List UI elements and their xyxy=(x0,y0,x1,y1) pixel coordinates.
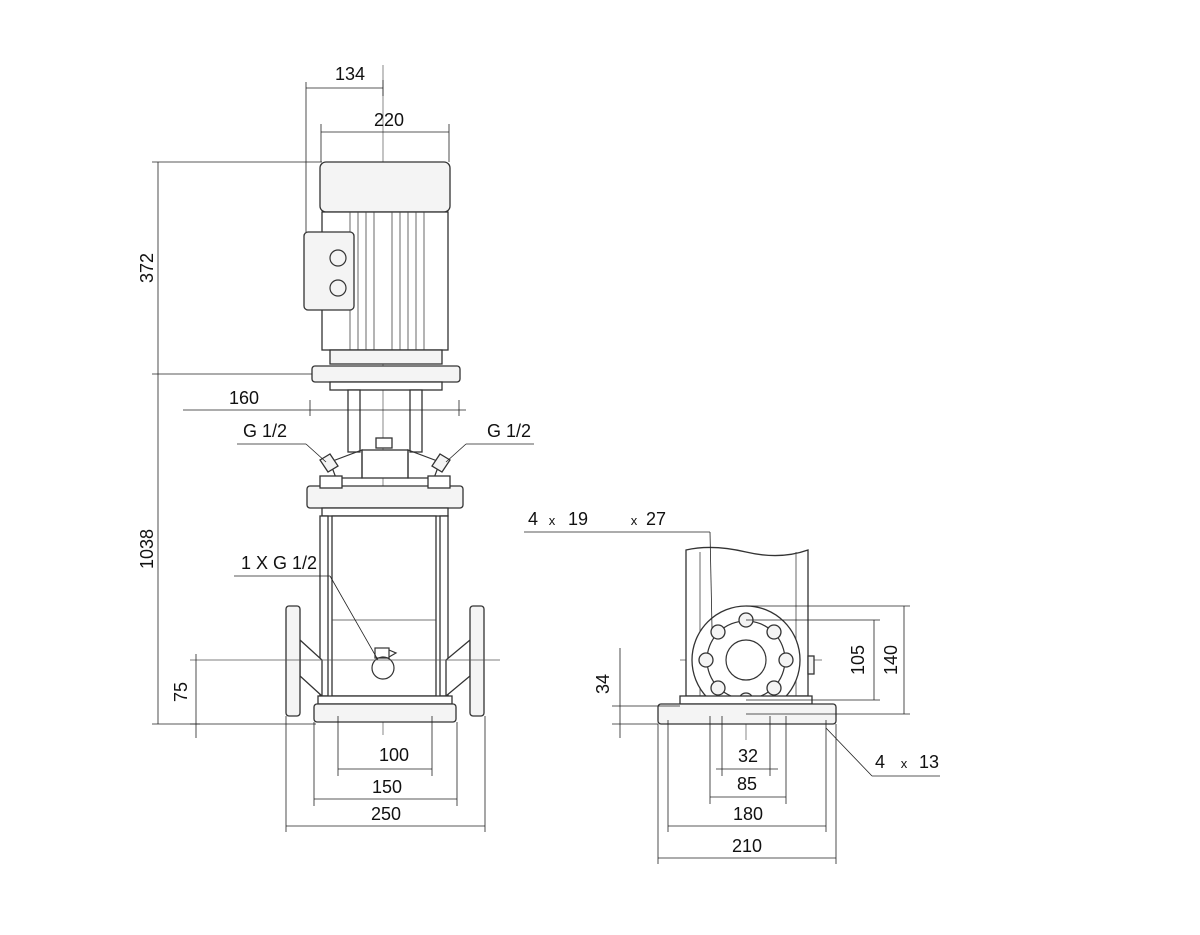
dim-32-label: 32 xyxy=(738,746,758,766)
dim-250-label: 250 xyxy=(371,804,401,824)
motor xyxy=(303,161,461,391)
dim-100: 100 xyxy=(337,716,433,776)
flange-holes-x2: x xyxy=(631,513,638,528)
vent-boss-right xyxy=(407,449,441,479)
coupling xyxy=(375,437,393,449)
nut-right xyxy=(427,475,451,489)
flange-holes-pcd: 27 xyxy=(646,509,666,529)
dim-372: 372 xyxy=(137,161,322,375)
drain-label: 1 X G 1/2 xyxy=(241,553,317,573)
callout-vent-left: G 1/2 xyxy=(237,421,327,463)
dim-220: 220 xyxy=(320,110,450,162)
callout-drain: 1 X G 1/2 xyxy=(234,553,379,661)
dim-85-label: 85 xyxy=(737,774,757,794)
side-plug xyxy=(807,655,815,675)
callout-vent-right: G 1/2 xyxy=(445,421,534,463)
dim-34-label: 34 xyxy=(593,674,613,694)
dim-160-label: 160 xyxy=(229,388,259,408)
vent-plug-left xyxy=(319,453,339,473)
base-holes-x: x xyxy=(901,756,908,771)
terminal-box xyxy=(303,231,355,311)
nut-left xyxy=(319,475,343,489)
dim-134-label: 134 xyxy=(335,64,365,84)
flange-holes-x1: x xyxy=(549,513,556,528)
dim-1038: 1038 xyxy=(137,374,316,725)
stool-leg-right xyxy=(409,389,423,453)
dim-105-label: 105 xyxy=(848,645,868,675)
dim-85: 85 xyxy=(709,716,787,804)
drain-plug-head xyxy=(374,647,390,659)
dim-34: 34 xyxy=(593,648,680,738)
motor-stool xyxy=(319,389,451,479)
vent-boss-left xyxy=(329,449,363,479)
flange-hole-6 xyxy=(710,680,726,696)
dim-180-label: 180 xyxy=(733,804,763,824)
callout-base-holes: 4 x 13 xyxy=(825,727,940,777)
outlet-flange xyxy=(469,605,485,717)
vent-plug-right xyxy=(431,453,451,473)
vent-left-label: G 1/2 xyxy=(243,421,287,441)
motor-flange xyxy=(311,365,461,383)
dim-140-label: 140 xyxy=(881,645,901,675)
base-holes-size: 13 xyxy=(919,752,939,772)
front-view: 134 220 372 160 G 1/2 xyxy=(137,64,534,832)
dim-150-label: 150 xyxy=(372,777,402,797)
vent-right-label: G 1/2 xyxy=(487,421,531,441)
flange-hole-3 xyxy=(778,652,794,668)
pump-sleeve xyxy=(319,515,449,697)
dim-1038-label: 1038 xyxy=(137,529,157,569)
flange-hole-7 xyxy=(698,652,714,668)
dim-32: 32 xyxy=(716,716,778,776)
dim-160: 160 xyxy=(183,388,466,416)
dim-150: 150 xyxy=(313,722,458,806)
dim-250: 250 xyxy=(285,716,486,832)
motor-skirt xyxy=(329,349,443,365)
dim-105: 105 xyxy=(746,619,880,701)
head-lip xyxy=(321,507,449,517)
outer-sleeve xyxy=(331,515,437,697)
flange-holes-count: 4 xyxy=(528,509,538,529)
pump-head-plate xyxy=(306,485,464,509)
base-plate xyxy=(313,703,457,723)
stool-leg-left xyxy=(347,389,361,453)
dim-180: 180 xyxy=(667,720,827,832)
dim-75-label: 75 xyxy=(171,682,191,702)
dim-75: 75 xyxy=(171,654,200,738)
drain-plug-arrow xyxy=(388,649,398,658)
base-holes-count: 4 xyxy=(875,752,885,772)
dim-134: 134 xyxy=(305,64,384,232)
cable-entry-lower xyxy=(329,279,347,297)
cable-entry-upper xyxy=(329,249,347,267)
motor-fan-cover xyxy=(319,161,451,213)
dim-210-label: 210 xyxy=(732,836,762,856)
flange-hole-4 xyxy=(766,680,782,696)
dim-220-label: 220 xyxy=(374,110,404,130)
dim-140: 140 xyxy=(746,605,910,715)
side-view: 4 x 19 x 27 105 140 34 xyxy=(524,509,940,864)
callout-flange-holes: 4 x 19 x 27 xyxy=(524,509,713,629)
dim-100-label: 100 xyxy=(379,745,409,765)
base-upper xyxy=(317,695,453,705)
dim-210: 210 xyxy=(657,724,837,864)
inlet-flange xyxy=(285,605,301,717)
flange-bore xyxy=(725,639,767,681)
flange-hole-8 xyxy=(710,624,726,640)
pump-head xyxy=(306,475,464,517)
shaft-seal-housing xyxy=(361,449,409,479)
inlet-neck xyxy=(299,638,323,698)
motor-stool-ring xyxy=(329,381,443,391)
drain-plug xyxy=(371,656,395,680)
pump-base xyxy=(285,605,485,723)
flange-holes-size: 19 xyxy=(568,509,588,529)
outlet-neck xyxy=(445,638,471,698)
dim-372-label: 372 xyxy=(137,253,157,283)
flange-hole-2 xyxy=(766,624,782,640)
